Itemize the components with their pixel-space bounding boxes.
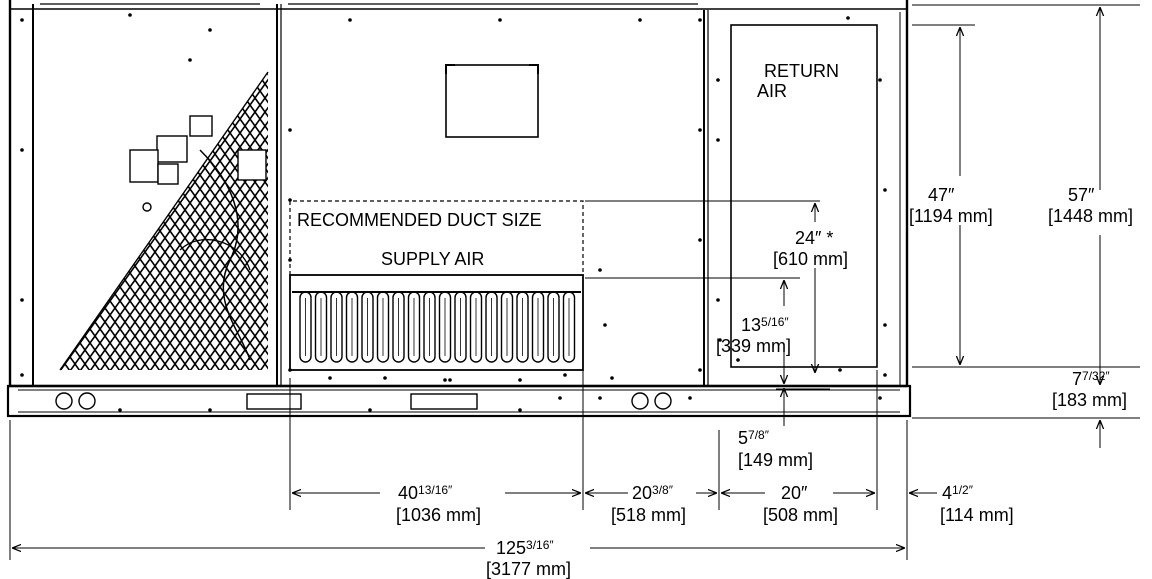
dim-5-in: 57/8″ [738,428,770,448]
recommended-duct-outline [289,200,584,275]
dim-40-in: 4013/16″ [398,483,453,503]
dim-57-in: 57″ [1068,185,1095,205]
return-air-opening [730,24,878,368]
dim-20-mm: [508 mm] [763,505,838,525]
fastener-dots [20,13,887,412]
dim-13-mm: [339 mm] [716,336,791,356]
top-access-panel [445,64,539,138]
dim-125-in: 1253/16″ [496,538,554,558]
control-boxes [129,115,213,212]
dim-47-in: 47″ [928,185,955,205]
dim-20-in: 20″ [781,483,808,503]
dim-7-mm: [183 mm] [1052,390,1127,410]
supply-air-opening [289,274,584,371]
dim-20a-mm: [518 mm] [611,505,686,525]
dim-57-mm: [1448 mm] [1048,206,1133,226]
recommended-duct-size-label: RECOMMENDED DUCT SIZE [297,210,542,230]
return-air-label-line2: AIR [757,81,787,101]
dimension-lines [9,4,1140,560]
dim-4-mm: [114 mm] [940,505,1014,525]
dim-5-mm: [149 mm] [738,450,813,470]
dim-7-in: 77/32″ [1072,369,1110,389]
return-air-label-line1: RETURN [764,61,839,81]
louver-grille [59,71,269,371]
unit-cabinet [6,0,912,418]
dim-40-mm: [1036 mm] [396,505,481,525]
dim-13-in: 135/16″ [741,315,789,335]
dim-20a-in: 203/8″ [632,483,674,503]
dim-24-in: 24″ * [795,228,833,248]
dim-47-mm: [1194 mm] [909,206,993,226]
dim-125-mm: [3177 mm] [486,559,571,579]
dim-4-in: 41/2″ [942,483,974,503]
base-rail-features [55,392,672,410]
supply-air-label: SUPPLY AIR [381,249,484,269]
dim-24-mm: [610 mm] [773,249,848,269]
